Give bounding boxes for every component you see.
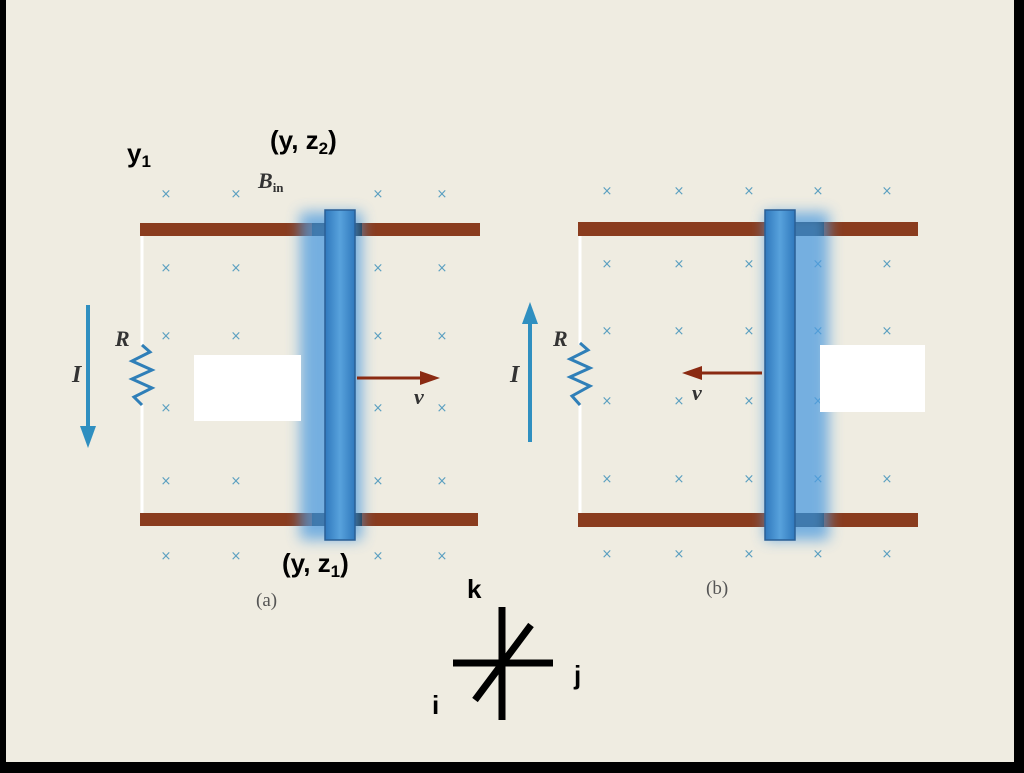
resistor-icon — [128, 343, 156, 407]
field-x-mark-icon: × — [882, 257, 893, 272]
field-x-mark-icon: × — [744, 184, 755, 199]
white-mask-a — [194, 355, 301, 421]
field-x-mark-icon: × — [674, 257, 685, 272]
field-x-mark-icon: × — [602, 257, 613, 272]
field-x-mark-icon: × — [231, 187, 242, 202]
field-x-mark-icon: × — [161, 549, 172, 564]
sliding-bar-a — [324, 209, 356, 541]
field-x-mark-icon: × — [437, 549, 448, 564]
current-arrow-icon — [80, 305, 96, 448]
axis-triad-icon — [453, 607, 553, 720]
top-rail-b — [578, 222, 918, 236]
current-arrow-icon — [522, 302, 538, 442]
field-x-mark-icon: × — [813, 547, 824, 562]
field-x-mark-icon: × — [602, 547, 613, 562]
bottom-rail-b — [578, 513, 918, 527]
label-velocity-a: v — [414, 384, 424, 409]
axis-label-k: k — [467, 574, 482, 604]
field-x-mark-icon: × — [602, 324, 613, 339]
circuit-a — [80, 209, 480, 541]
velocity-arrow-icon — [682, 366, 762, 380]
field-x-mark-icon: × — [373, 401, 384, 416]
label-b-field: Bin — [258, 168, 284, 195]
field-x-mark-icon: × — [744, 324, 755, 339]
field-x-mark-icon: × — [373, 474, 384, 489]
field-x-mark-icon: × — [882, 324, 893, 339]
field-x-mark-icon: × — [437, 329, 448, 344]
field-x-mark-icon: × — [882, 184, 893, 199]
field-x-mark-icon: × — [602, 184, 613, 199]
caption-b: (b) — [706, 578, 729, 599]
axis-label-j: j — [574, 660, 582, 690]
field-x-mark-icon: × — [437, 401, 448, 416]
field-x-mark-icon: × — [437, 261, 448, 276]
label-y1: y1 — [127, 138, 151, 171]
field-x-mark-icon: × — [231, 261, 242, 276]
field-x-mark-icon: × — [231, 549, 242, 564]
field-marks-a: ×××××××××××××××××××××××× — [161, 187, 448, 564]
field-x-mark-icon: × — [602, 394, 613, 409]
label-resistor-a: R — [115, 326, 130, 351]
field-x-mark-icon: × — [373, 329, 384, 344]
field-x-mark-icon: × — [161, 261, 172, 276]
velocity-arrow-icon — [357, 371, 440, 385]
label-bottom-contact: (y, z1) — [282, 548, 349, 581]
field-x-mark-icon: × — [373, 187, 384, 202]
field-x-mark-icon: × — [744, 257, 755, 272]
label-resistor-b: R — [553, 326, 568, 351]
field-x-mark-icon: × — [674, 472, 685, 487]
field-x-mark-icon: × — [437, 474, 448, 489]
label-current-a: I — [72, 362, 82, 388]
white-mask-b — [820, 345, 925, 412]
field-x-mark-icon: × — [373, 261, 384, 276]
field-x-mark-icon: × — [674, 547, 685, 562]
field-x-mark-icon: × — [674, 324, 685, 339]
field-x-mark-icon: × — [882, 547, 893, 562]
field-x-mark-icon: × — [674, 184, 685, 199]
label-top-contact: (y, z2) — [270, 125, 337, 158]
field-x-mark-icon: × — [161, 187, 172, 202]
field-x-mark-icon: × — [602, 472, 613, 487]
resistor-icon — [566, 341, 594, 406]
field-x-mark-icon: × — [813, 184, 824, 199]
field-x-mark-icon: × — [437, 187, 448, 202]
caption-a: (a) — [256, 590, 278, 611]
field-x-mark-icon: × — [744, 472, 755, 487]
field-x-mark-icon: × — [161, 474, 172, 489]
field-x-mark-icon: × — [161, 401, 172, 416]
field-x-mark-icon: × — [231, 329, 242, 344]
field-x-mark-icon: × — [744, 547, 755, 562]
axis-label-i: i — [432, 690, 440, 720]
field-x-mark-icon: × — [161, 329, 172, 344]
circuit-b — [522, 209, 925, 541]
field-x-mark-icon: × — [674, 394, 685, 409]
field-x-mark-icon: × — [231, 474, 242, 489]
label-velocity-b: v — [692, 380, 702, 405]
label-current-b: I — [510, 362, 520, 388]
field-x-mark-icon: × — [882, 472, 893, 487]
field-x-mark-icon: × — [744, 394, 755, 409]
sliding-bar-b — [764, 209, 796, 541]
field-x-mark-icon: × — [373, 549, 384, 564]
